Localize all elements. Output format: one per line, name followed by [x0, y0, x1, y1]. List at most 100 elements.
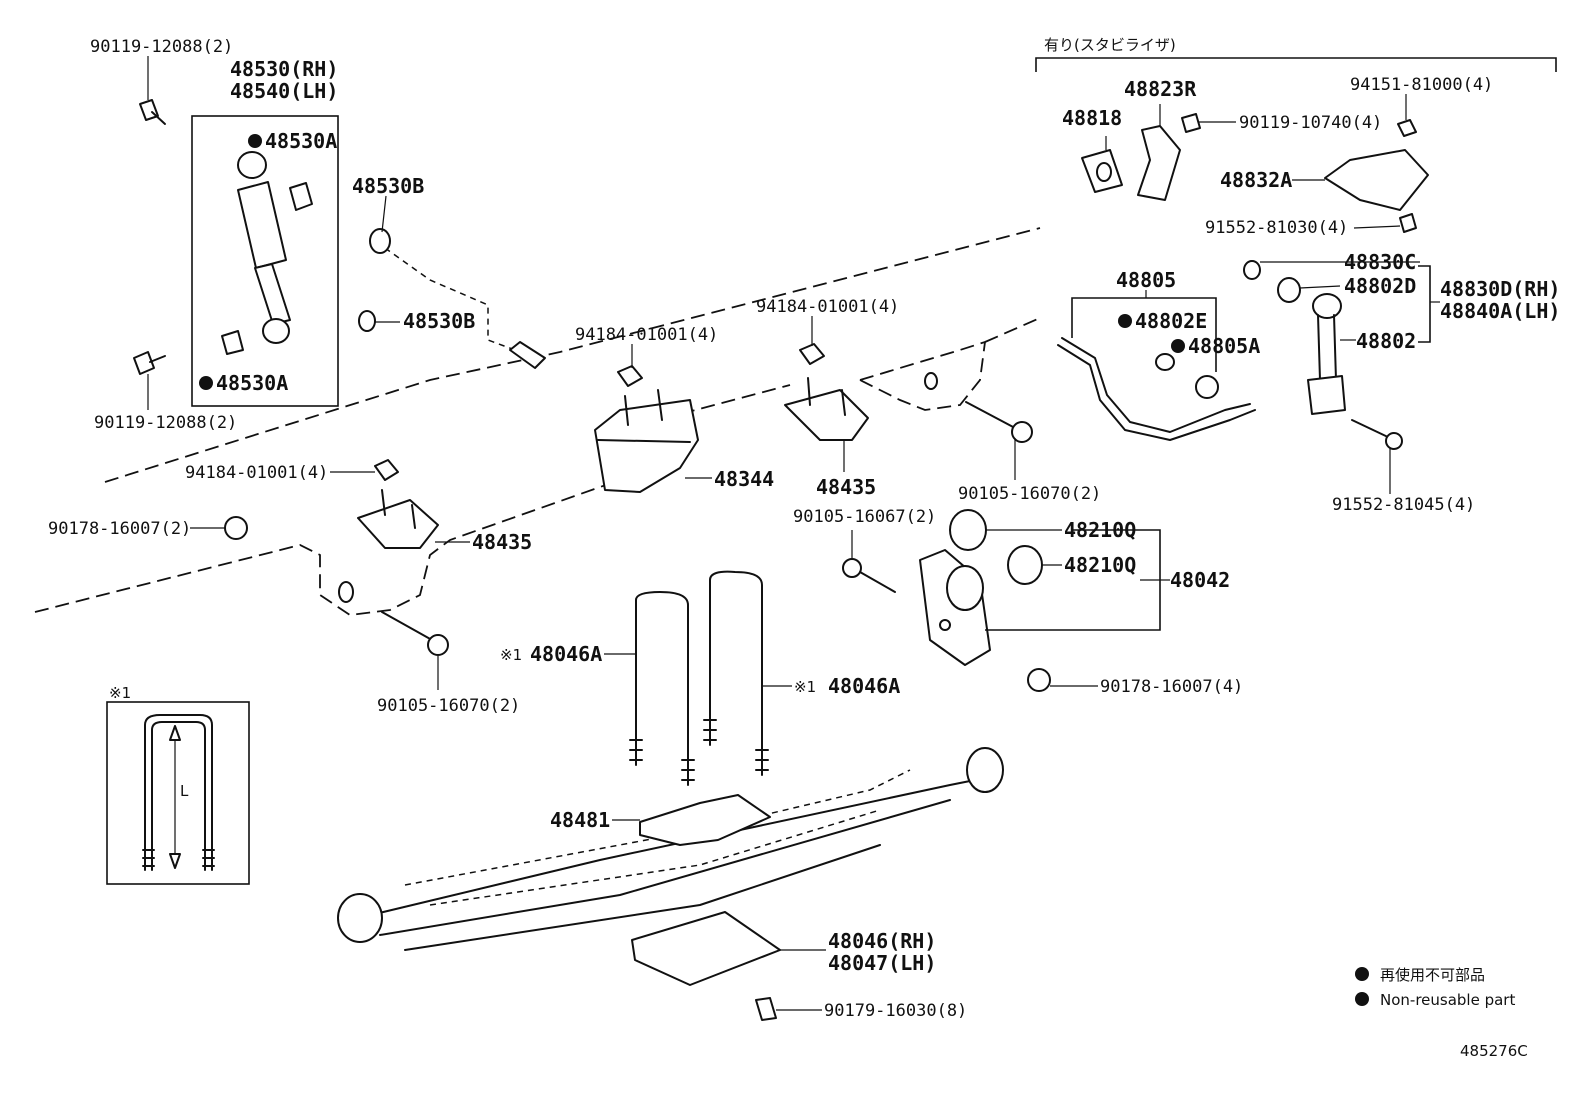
leader-lines [147, 56, 1440, 1011]
label-inset-mark: ※1 [109, 684, 131, 702]
label-bracket-48042: 48042 [1170, 568, 1230, 592]
stabilizer-bar-group-bracket [1071, 297, 1217, 372]
label-shock-bolt-bottom: 90119-12088(2) [94, 413, 237, 433]
label-bushing-bottom: 48530A [216, 371, 288, 395]
bolt-90105-left [381, 611, 449, 656]
label-stab-bolt-90119: 90119-10740(4) [1239, 113, 1382, 133]
label-ubolt-mark-left: ※1 [500, 646, 522, 664]
shock-bolt-bottom [133, 351, 166, 375]
label-stab-bolt-91552-045: 91552-81045(4) [1332, 495, 1475, 515]
nut-90178-left [224, 516, 248, 540]
label-seat-48435-right: 48435 [816, 475, 876, 499]
link-group-bracket [1418, 265, 1431, 343]
label-nut-90178-left: 90178-16007(2) [48, 519, 191, 539]
label-ubolt-right: 48046A [828, 674, 900, 698]
label-spacer-48481: 48481 [550, 808, 610, 832]
seat-48435-right [784, 377, 869, 441]
ubolt-right [703, 570, 769, 776]
label-link-48802d: 48802D [1344, 274, 1416, 298]
label-bushing-top: 48530A [265, 129, 337, 153]
leaf-spring [337, 747, 1004, 951]
label-shock-lh: 48540(LH) [230, 79, 338, 103]
non-reusable-dot-icon [199, 376, 213, 390]
label-ubolt-mark-right: ※1 [794, 678, 816, 696]
nut-90178-right [1027, 668, 1051, 692]
label-link-rh: 48830D(RH) [1440, 277, 1560, 301]
label-stab-48823r: 48823R [1124, 77, 1197, 101]
legend: 再使用不可部品 Non-reusable part [1355, 966, 1515, 1009]
non-reusable-dot-icon [1355, 992, 1369, 1006]
label-stab-48805: 48805 [1116, 268, 1176, 292]
stabilizer-48802e [1155, 353, 1175, 371]
label-stab-48832a: 48832A [1220, 168, 1292, 192]
legend-en: Non-reusable part [1380, 991, 1515, 1009]
stabilizer-nut-94151 [1397, 119, 1417, 137]
label-bush-48210q-2: 48210Q [1064, 553, 1136, 577]
non-reusable-dot-icon [1171, 339, 1185, 353]
label-washer-b-2: 48530B [403, 309, 475, 333]
nut-94184-mid [617, 365, 643, 387]
label-nut-90178-right: 90178-16007(4) [1100, 677, 1243, 697]
label-seat-48435-left: 48435 [472, 530, 532, 554]
ubolt-left [629, 591, 695, 786]
stabilizer-bolt-91552-030 [1399, 213, 1417, 233]
seat-48435-left [357, 489, 439, 549]
stabilizer-bar [1057, 344, 1256, 441]
label-nut-941-mid: 94184-01001(4) [575, 325, 718, 345]
nut-94184-right [799, 343, 825, 365]
shock-bolt-top [139, 99, 166, 125]
label-link-lh: 48840A(LH) [1440, 299, 1560, 323]
bolt-90105-067 [842, 558, 896, 593]
washer-48530b-top [369, 228, 391, 254]
nut-90179 [755, 997, 777, 1021]
stabilizer-link [1243, 260, 1346, 415]
washer-48530b-bottom [358, 310, 376, 332]
label-plate-rh: 48046(RH) [828, 929, 936, 953]
bumper-48344 [594, 389, 699, 493]
legend-jp: 再使用不可部品 [1380, 966, 1485, 984]
bushing-sleeve [509, 341, 546, 369]
stabilizer-bracket-48832a [1324, 149, 1429, 211]
label-stab-48805a: 48805A [1188, 334, 1260, 358]
label-plate-lh: 48047(LH) [828, 951, 936, 975]
nut-94184-left [374, 459, 399, 481]
label-stab-bolt-91552-030: 91552-81030(4) [1205, 218, 1348, 238]
stabilizer-bolt-91552-045 [1351, 419, 1403, 450]
shock-absorber [221, 151, 313, 355]
stabilizer-bracket-48823r [1137, 125, 1181, 201]
bracket-48042-group [985, 529, 1161, 631]
diagram-code: 485276C [1460, 1042, 1528, 1060]
stabilizer-bolt-90119 [1181, 113, 1201, 133]
label-washer-b-1: 48530B [352, 174, 424, 198]
label-nut-941-left: 94184-01001(4) [185, 463, 328, 483]
label-link-48802: 48802 [1356, 329, 1416, 353]
spring-plate [631, 911, 781, 986]
shackle-bracket-48042 [919, 509, 1043, 666]
non-reusable-dot-icon [248, 134, 262, 148]
label-shock-bolt-top: 90119-12088(2) [90, 37, 233, 57]
label-bolt-90105-left: 90105-16070(2) [377, 696, 520, 716]
frame-outline [34, 227, 1041, 616]
label-nut-941-right: 94184-01001(4) [756, 297, 899, 317]
stabilizer-bracket-line [1035, 57, 1557, 72]
label-stab-nut-94151: 94151-81000(4) [1350, 75, 1493, 95]
label-nut-90179: 90179-16030(8) [824, 1001, 967, 1021]
label-stab-48802e: 48802E [1135, 309, 1207, 333]
label-stab-48818: 48818 [1062, 106, 1122, 130]
non-reusable-dot-icon [1118, 314, 1132, 328]
label-link-48830c: 48830C [1344, 250, 1416, 274]
stabilizer-bushing-48818 [1081, 149, 1123, 193]
stabilizer-48805a [1195, 375, 1219, 399]
label-bolt-90105-067: 90105-16067(2) [793, 507, 936, 527]
inset-box [106, 701, 250, 885]
label-shock-rh: 48530(RH) [230, 57, 338, 81]
label-inset-l: L [180, 782, 189, 800]
shock-absorber-box [191, 115, 339, 407]
inset-ubolt [142, 714, 215, 871]
label-ubolt-left: 48046A [530, 642, 602, 666]
label-bolt-90105-right: 90105-16070(2) [958, 484, 1101, 504]
non-reusable-dot-icon [1355, 967, 1369, 981]
label-stab-title: 有り(スタビライザ) [1044, 36, 1176, 54]
label-bush-48210q-1: 48210Q [1064, 518, 1136, 542]
